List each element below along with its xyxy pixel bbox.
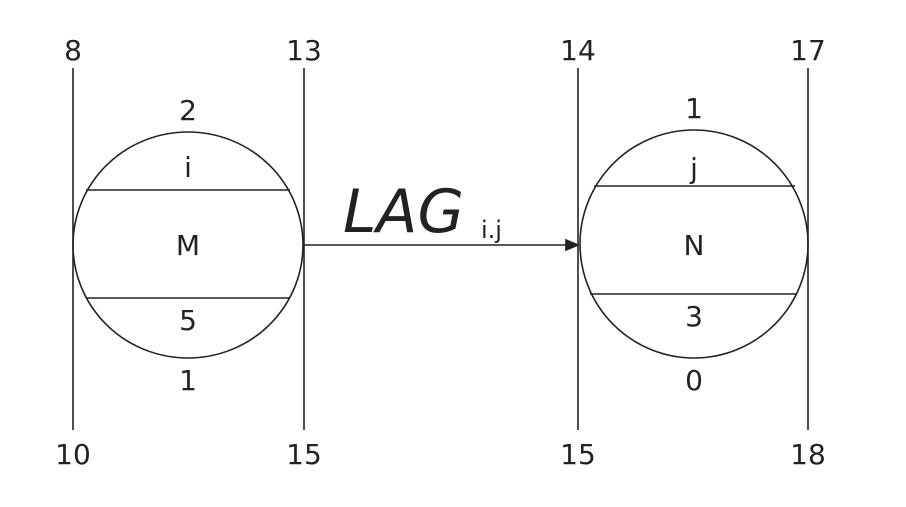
right-node-late-finish: 18: [790, 438, 826, 471]
left-node-late-start: 10: [55, 438, 91, 471]
lag-label: LAG: [343, 177, 464, 247]
left-node-index: i: [184, 151, 192, 184]
right-node-name: N: [684, 229, 705, 262]
lag-subscript: i.j: [481, 216, 502, 244]
left-node-late-finish: 15: [286, 438, 322, 471]
right-node-early-start: 14: [560, 34, 596, 67]
arrow-head-icon: [565, 238, 581, 252]
right-node-above-value: 1: [685, 92, 703, 125]
right-node-below-value: 0: [685, 364, 703, 397]
left-node-above-value: 2: [179, 94, 197, 127]
left-node-early-start: 8: [64, 34, 82, 67]
left-node: 8 13 10 15 2 i M 5 1: [55, 34, 322, 471]
right-node-index: j: [689, 152, 698, 185]
left-node-name: M: [176, 229, 200, 262]
right-node-early-finish: 17: [790, 34, 826, 67]
left-node-circle: [72, 131, 304, 359]
left-node-below-value: 1: [179, 364, 197, 397]
right-node-circle: [579, 129, 809, 359]
right-node-duration: 3: [685, 300, 703, 333]
lag-link: LAG i.j: [304, 177, 581, 252]
right-node: 14 17 15 18 1 j N 3 0: [560, 34, 826, 471]
right-node-late-start: 15: [560, 438, 596, 471]
left-node-early-finish: 13: [286, 34, 322, 67]
left-node-duration: 5: [179, 304, 197, 337]
